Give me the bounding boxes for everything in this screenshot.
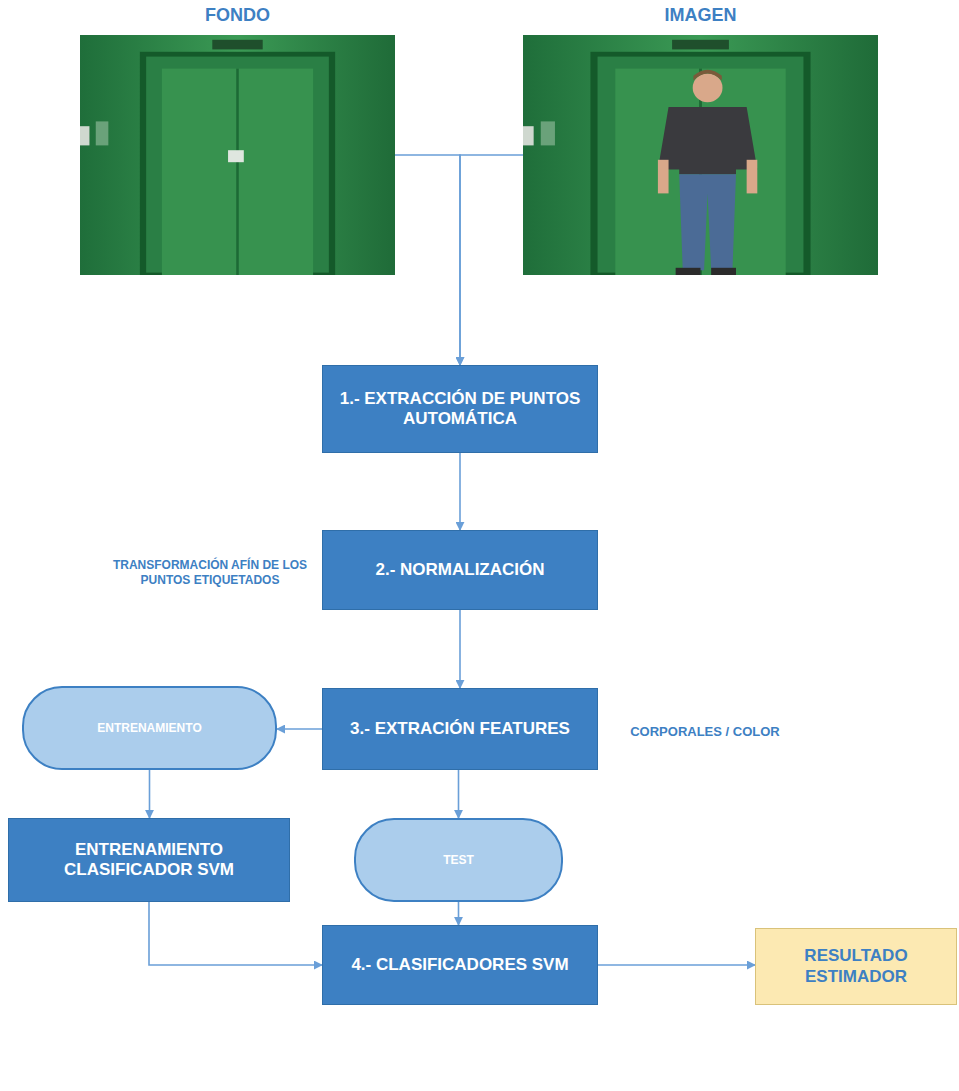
flow-arrow: [460, 155, 523, 365]
image-heading: IMAGEN: [483, 5, 918, 26]
flow-arrow: [458, 770, 460, 818]
note-label: TRANSFORMACIÓN AFÍN DE LOS PUNTOS ETIQUE…: [110, 558, 310, 588]
node-text: ENTRENAMIENTO: [97, 721, 201, 735]
photo-illustration: [523, 35, 878, 275]
process-box: ENTRENAMIENTO CLASIFICADOR SVM: [8, 818, 290, 902]
flow-arrow: [459, 610, 461, 688]
node-text: 3.- EXTRACIÓN FEATURES: [350, 719, 570, 739]
node-text: 1.- EXTRACCIÓN DE PUNTOS AUTOMÁTICA: [337, 389, 583, 430]
flow-arrow: [459, 453, 461, 530]
result-box: RESULTADO ESTIMADOR: [755, 928, 957, 1005]
flow-arrow: [277, 728, 322, 730]
note-label: CORPORALES / COLOR: [625, 724, 785, 740]
image-heading: FONDO: [40, 5, 435, 26]
process-box: 4.- CLASIFICADORES SVM: [322, 925, 598, 1005]
phase-terminal: TEST: [354, 818, 563, 902]
process-box: 3.- EXTRACIÓN FEATURES: [322, 688, 598, 770]
node-text: 2.- NORMALIZACIÓN: [375, 560, 544, 580]
flow-arrow: [395, 155, 460, 365]
node-text: 4.- CLASIFICADORES SVM: [351, 955, 568, 975]
node-text: TEST: [443, 853, 474, 867]
phase-terminal: ENTRENAMIENTO: [22, 686, 277, 770]
node-text: ENTRENAMIENTO CLASIFICADOR SVM: [23, 840, 275, 881]
photo-illustration: [80, 35, 395, 275]
flow-arrow: [149, 902, 322, 965]
process-box: 2.- NORMALIZACIÓN: [322, 530, 598, 610]
background-photo: FONDO: [80, 35, 395, 275]
flow-arrow: [598, 964, 755, 966]
flow-arrow: [458, 902, 460, 925]
flow-arrow: [149, 770, 151, 818]
input-photo: IMAGEN: [523, 35, 878, 275]
node-text: RESULTADO ESTIMADOR: [770, 946, 942, 987]
process-box: 1.- EXTRACCIÓN DE PUNTOS AUTOMÁTICA: [322, 365, 598, 453]
